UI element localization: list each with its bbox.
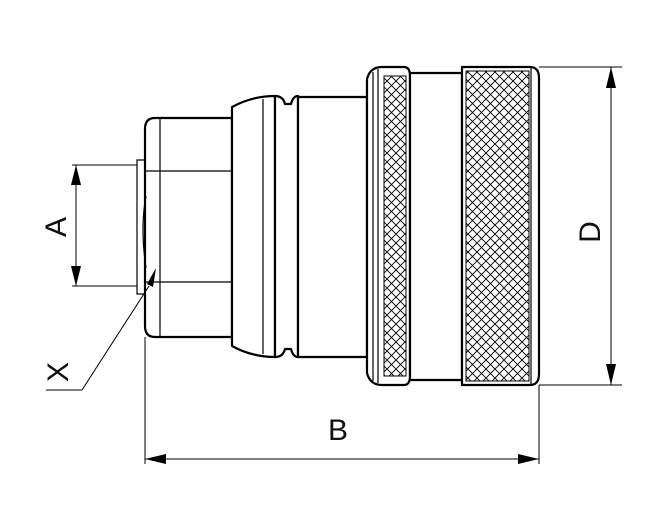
- main-body: [296, 95, 369, 359]
- label-a: A: [40, 217, 73, 237]
- arrow-x: [147, 268, 156, 287]
- arrow-d-bottom: [606, 364, 616, 385]
- arrow-a-top: [71, 165, 81, 185]
- leader-x: X: [42, 268, 156, 391]
- arrow-a-bottom: [71, 266, 81, 286]
- label-x: X: [42, 362, 75, 382]
- arrow-b-right: [518, 454, 539, 464]
- groove: [273, 94, 300, 359]
- shoulder: [230, 94, 277, 359]
- dimension-d: D: [539, 66, 622, 386]
- dimension-b: B: [144, 337, 540, 464]
- knurl-pattern-small: [383, 75, 407, 377]
- dimension-a: A: [40, 164, 137, 287]
- knurl-pattern-large: [465, 70, 530, 382]
- thread-curve: [142, 195, 147, 269]
- bore-chamfer: [136, 159, 145, 295]
- label-d: D: [574, 221, 607, 243]
- thread-end: [143, 116, 234, 339]
- sleeve-band: [408, 71, 464, 382]
- arrow-b-left: [145, 454, 166, 464]
- arrow-d-top: [606, 67, 616, 88]
- label-b: B: [328, 414, 348, 447]
- coupling-body: [136, 65, 541, 387]
